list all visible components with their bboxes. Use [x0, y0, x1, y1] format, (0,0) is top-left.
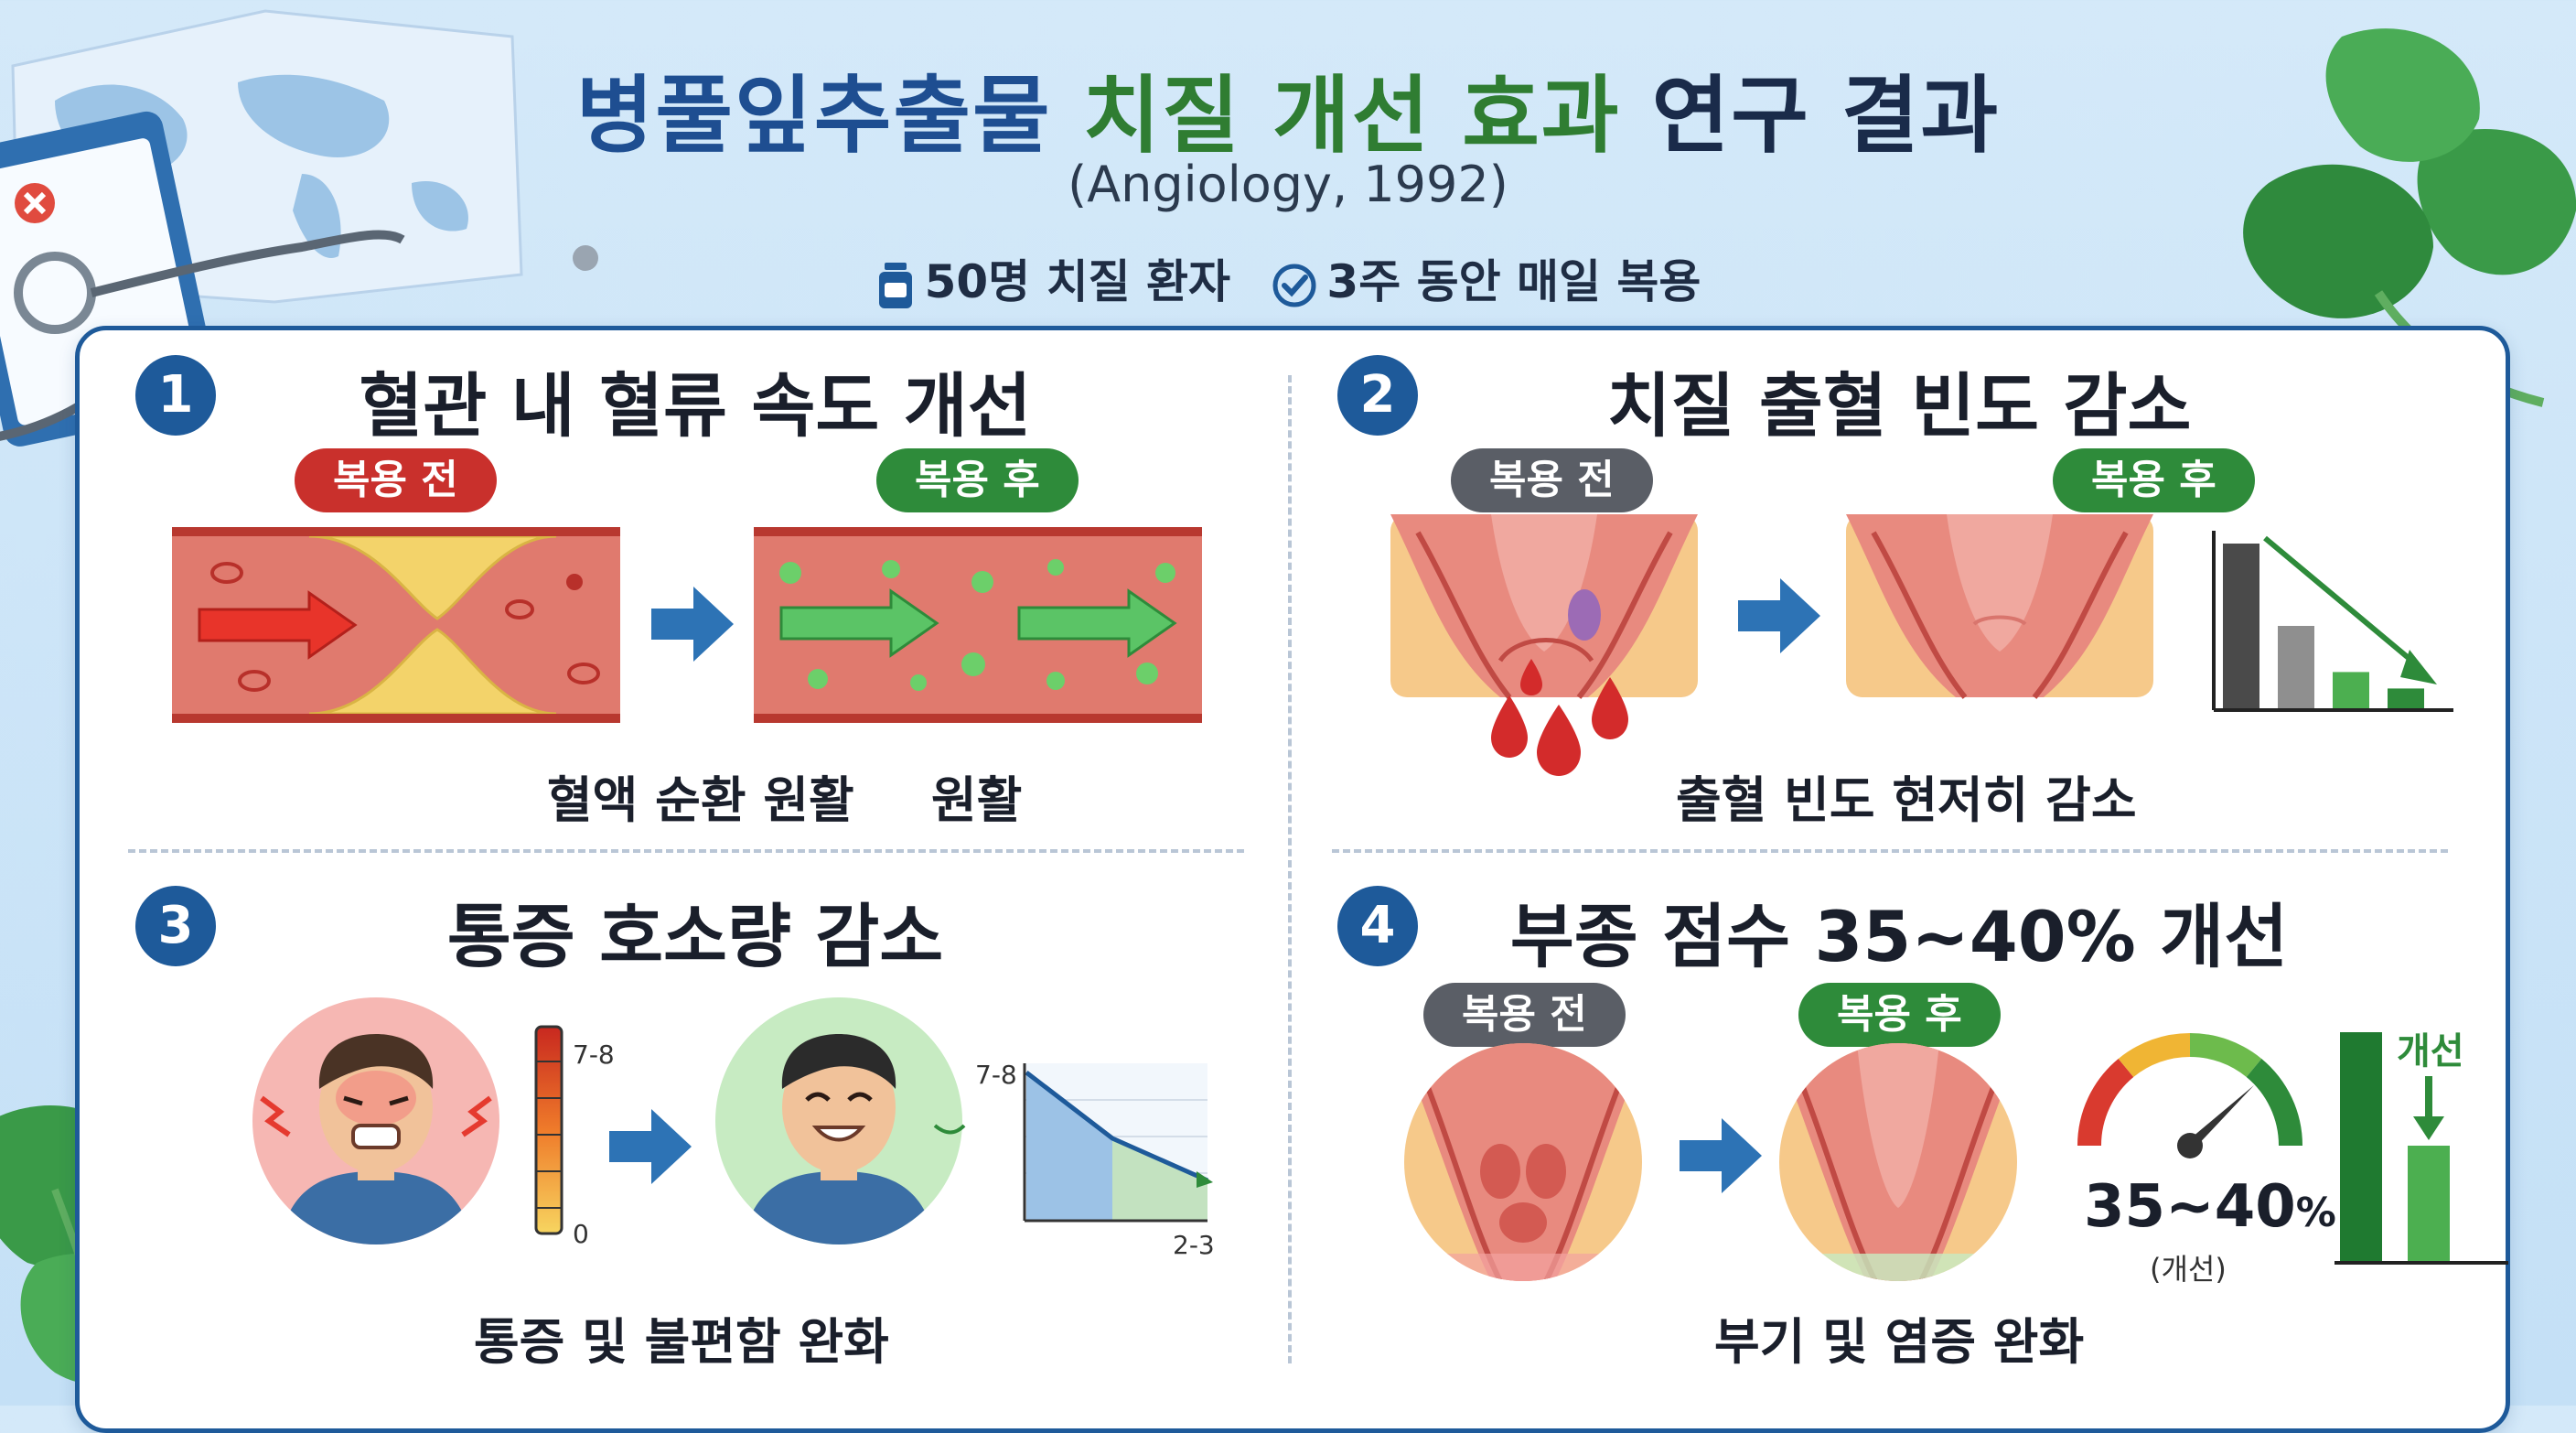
panel-1-caption-right: 원활: [931, 771, 1023, 829]
bleeding-bar: [2388, 688, 2424, 708]
bar-after: [2408, 1146, 2450, 1261]
gauge-unit: %: [2295, 1190, 2336, 1236]
bleeding-bar: [2278, 626, 2314, 708]
panel-4-title: 부종 점수 35~40% 개선: [1509, 896, 2289, 977]
bleeding-bar: [2333, 672, 2369, 708]
swollen-tissue-before-illustration: [1404, 1043, 1642, 1281]
panel-2-caption: 출혈 빈도 현저히 감소: [1676, 771, 2137, 829]
panel-1-after-label: 복용 후: [876, 448, 1079, 512]
person-relieved-illustration: [715, 997, 966, 1244]
bar-before: [2340, 1032, 2382, 1261]
anal-tissue-before-illustration: [1390, 514, 1698, 699]
gauge-value: 35~40: [2084, 1173, 2296, 1241]
pain-chart-bottom-label: 2-3: [1173, 1230, 1215, 1260]
check-circle-icon: [1272, 264, 1316, 307]
panel-1-number: 1: [135, 355, 216, 436]
pain-scale-bar: [534, 1025, 564, 1235]
arrow-right-icon: [1680, 1118, 1762, 1193]
info-duration: 3주 동안 매일 복용: [1272, 245, 1701, 311]
panel-1-before-label: 복용 전: [295, 448, 497, 512]
pain-chart-top-label: 7-8: [975, 1060, 1017, 1090]
panel-2-after-label: 복용 후: [2053, 448, 2255, 512]
panel-2-before-label: 복용 전: [1451, 448, 1653, 512]
panel-3-caption: 통증 및 불편함 완화: [474, 1313, 889, 1371]
gauge-sub-label: (개선): [2150, 1252, 2227, 1287]
person-in-pain-illustration: [252, 997, 499, 1244]
pain-scale-bottom-label: 0: [573, 1219, 589, 1249]
title-part-1: 병풀잎추출물: [575, 67, 1052, 165]
panel-4-number: 4: [1337, 886, 1418, 966]
panel-4-caption: 부기 및 염증 완화: [1714, 1313, 2085, 1371]
panel-4-before-label: 복용 전: [1423, 983, 1626, 1047]
blood-vessel-before-illustration: [172, 527, 620, 723]
info-bar: 50명 치질 환자 3주 동안 매일 복용: [0, 245, 2576, 311]
arrow-right-icon: [651, 587, 734, 662]
arrow-right-icon: [1738, 578, 1820, 653]
swollen-tissue-after-illustration: [1779, 1043, 2017, 1281]
page-title: 병풀잎추출물 치질 개선 효과 연구 결과: [0, 48, 2576, 169]
title-part-2: 치질 개선 효과: [1082, 67, 1621, 165]
horizontal-divider-right: [1332, 849, 2448, 853]
info-patients-text: 50명 치질 환자: [924, 255, 1230, 308]
horizontal-divider-left: [128, 849, 1244, 853]
down-trend-arrow: [2263, 535, 2422, 671]
panel-1-caption-left: 혈액 순환 원활: [547, 771, 854, 829]
medicine-bottle-icon: [878, 262, 912, 308]
pain-scale-top-label: 7-8: [573, 1040, 615, 1070]
panel-2-title: 치질 출혈 빈도 감소: [1606, 365, 2192, 447]
down-trend-arrow-head: [2400, 650, 2437, 684]
info-patients: 50명 치질 환자: [875, 245, 1230, 311]
blood-vessel-after-illustration: [754, 527, 1202, 723]
bleeding-frequency-chart: [2212, 531, 2453, 712]
panel-2-number: 2: [1337, 355, 1418, 436]
improvement-gauge: [2077, 1032, 2303, 1158]
down-arrow-icon: [2413, 1116, 2444, 1140]
panel-1-title: 혈관 내 혈류 속도 개선: [359, 365, 1032, 447]
info-duration-text: 3주 동안 매일 복용: [1326, 255, 1701, 308]
blood-drops-icon: [1491, 659, 1628, 776]
improvement-bar-chart: [2334, 1032, 2508, 1265]
vertical-divider: [1288, 375, 1292, 1363]
arrow-right-icon: [609, 1109, 692, 1184]
improve-label: 개선: [2397, 1030, 2464, 1072]
gauge-value-label: 35~40%: [2084, 1173, 2336, 1241]
pain-level-line-chart: [1023, 1063, 1213, 1223]
bleeding-bar: [2223, 544, 2259, 708]
title-part-3: 연구 결과: [1651, 67, 2001, 165]
panel-4-after-label: 복용 후: [1798, 983, 2001, 1047]
page-subtitle: (Angiology, 1992): [1068, 156, 1508, 213]
anal-tissue-after-illustration: [1846, 514, 2153, 699]
panel-3-number: 3: [135, 886, 216, 966]
leaf-decoration-top-right: [2243, 28, 2576, 407]
panel-3-title: 통증 호소량 감소: [446, 896, 944, 977]
